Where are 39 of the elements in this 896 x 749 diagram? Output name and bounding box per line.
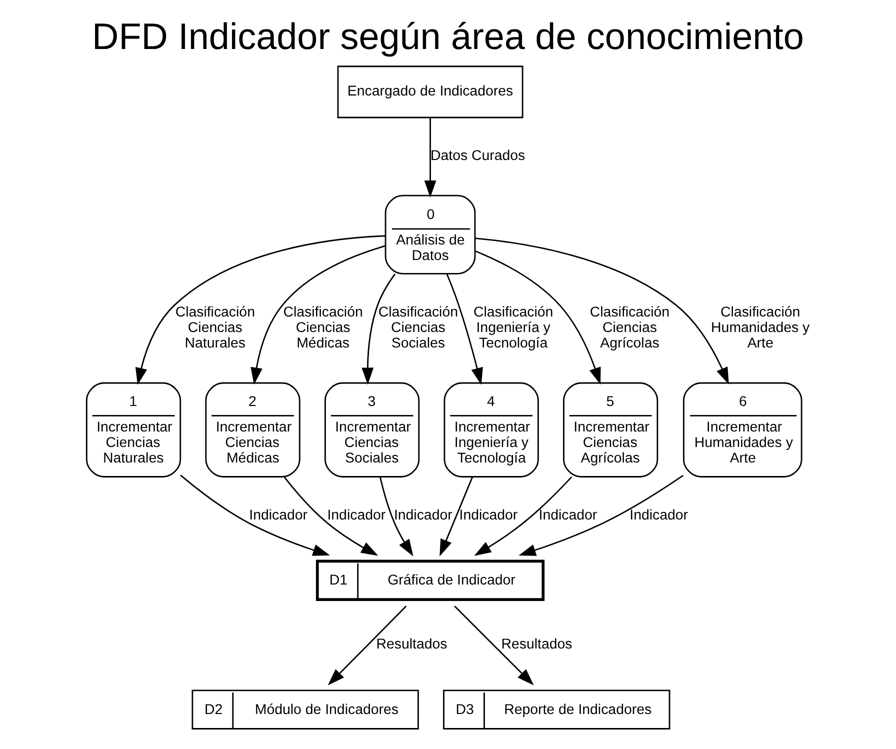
node-box: 2 Incrementar Ciencias Médicas [205,382,300,478]
node-box: 3 Incrementar Ciencias Sociales [324,382,420,478]
arrow [454,606,534,686]
edge-label: Clasificación Ciencias Agrícolas [590,304,670,352]
arrow [379,476,414,556]
arrow [424,118,436,198]
node-box: 5 Incrementar Ciencias Agrícolas [563,382,658,478]
edge-label: Indicador [327,507,386,524]
edge-label: Indicador [249,507,308,524]
edge-label: Clasificación Ciencias Sociales [378,304,458,352]
arrow [474,476,572,556]
arrow [475,250,601,385]
edge-label: Indicador [630,507,688,524]
node-box: 0 Análisis de Datos [384,194,476,274]
arrow [180,474,330,556]
arrow [328,606,407,686]
arrow [284,476,378,556]
edge-label: Clasificación Humanidades y Arte [711,304,810,352]
arrow [135,235,386,385]
edge-label: Clasificación Ciencias Naturales [175,304,255,352]
edge-label: Resultados [501,636,572,653]
node-box: 4 Incrementar Ingeniería y Tecnología [444,382,539,478]
edge-label: Indicador [459,507,518,524]
arrow [446,274,483,385]
diagram-title: DFD Indicador según área de conocimiento [92,16,804,58]
edge-label: Datos Curados [430,148,526,164]
edge-label: Resultados [376,636,448,653]
edge-label: Indicador [538,507,598,524]
node-box: 6 Incrementar Humanidades y Arte [682,382,802,478]
arrow [440,476,474,556]
arrow [250,245,386,385]
edge-label: Indicador [394,507,452,524]
edge-label: Clasificación Ciencias Médicas [283,304,363,352]
arrow [518,474,684,556]
edge-label: Clasificación Ingeniería y Tecnología [473,304,554,352]
node-box: Encargado de Indicadores [337,66,524,118]
node-box: 1 Incrementar Ciencias Naturales [86,382,182,478]
arrow [475,238,729,384]
arrow [362,274,396,385]
